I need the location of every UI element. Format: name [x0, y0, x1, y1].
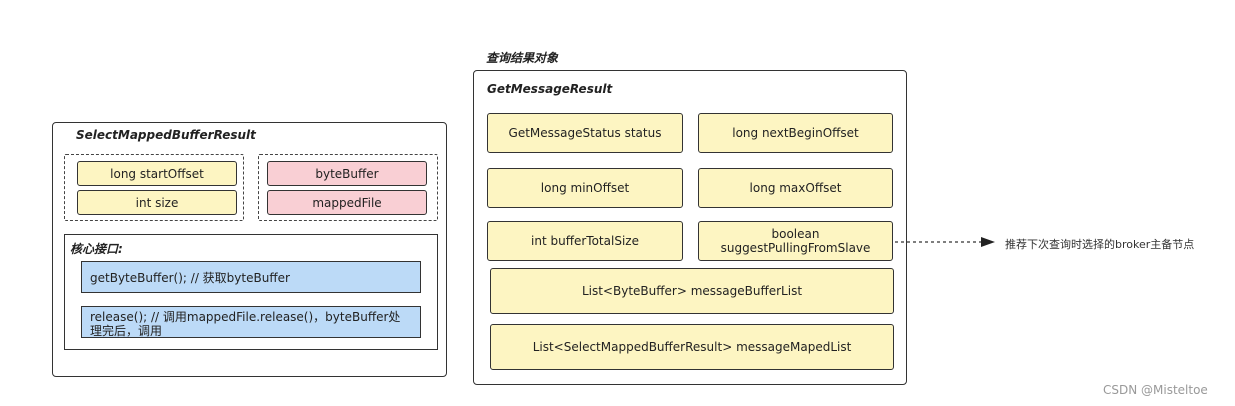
- select-mapped-buffer-result-title: SelectMappedBufferResult: [76, 128, 256, 142]
- byte-buffer-field: byteBuffer: [267, 161, 427, 186]
- status-field: GetMessageStatus status: [487, 113, 683, 153]
- buffer-total-size-field: int bufferTotalSize: [487, 221, 683, 261]
- mapped-file-field: mappedFile: [267, 190, 427, 215]
- start-offset-field: long startOffset: [77, 161, 237, 186]
- message-buffer-list-field: List<ByteBuffer> messageBufferList: [490, 268, 894, 314]
- message-maped-list-field: List<SelectMappedBufferResult> messageMa…: [490, 324, 894, 370]
- offset-size-group: [64, 154, 244, 221]
- suggest-pulling-from-slave-field: boolean suggestPullingFromSlave: [698, 221, 893, 261]
- release-method: release(); // 调用mappedFile.release()，byt…: [81, 306, 421, 338]
- suggest-line-2: suggestPullingFromSlave: [720, 241, 871, 255]
- query-result-label: 查询结果对象: [486, 51, 559, 65]
- min-offset-field: long minOffset: [487, 168, 683, 208]
- suggest-line-1: boolean: [771, 227, 820, 241]
- watermark: CSDN @Misteltoe: [1103, 383, 1208, 397]
- get-message-result-title: GetMessageResult: [487, 82, 613, 96]
- buffer-file-group: [258, 154, 438, 221]
- next-begin-offset-field: long nextBeginOffset: [698, 113, 893, 153]
- core-interface-panel: [64, 234, 438, 350]
- annotation-text: 推荐下次查询时选择的broker主备节点: [1005, 238, 1195, 251]
- size-field: int size: [77, 190, 237, 215]
- core-interface-title: 核心接口:: [70, 242, 123, 256]
- get-byte-buffer-method: getByteBuffer(); // 获取byteBuffer: [81, 261, 421, 293]
- max-offset-field: long maxOffset: [698, 168, 893, 208]
- dotted-arrow: [895, 237, 995, 247]
